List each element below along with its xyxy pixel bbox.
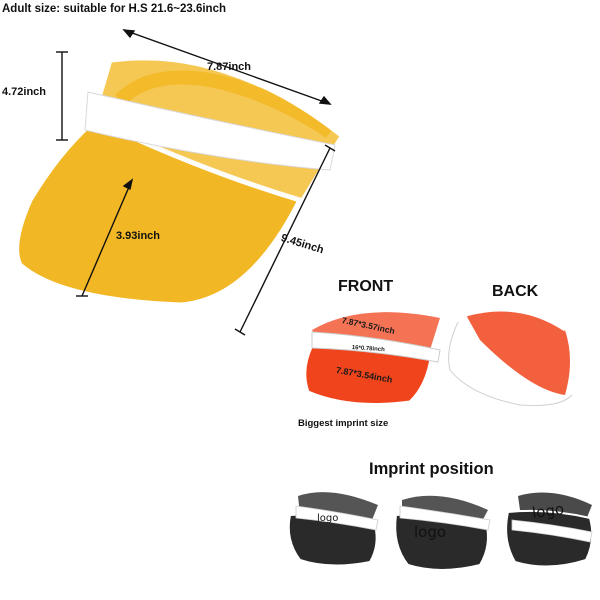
dimension-lines: [56, 29, 336, 336]
front-visor-red: [303, 312, 441, 406]
logo-text-2: logo: [414, 523, 447, 541]
imprint-visor-3: [505, 492, 594, 568]
imprint-visor-2: [394, 495, 491, 571]
dimension-width-label: 7.87inch: [207, 61, 252, 73]
dimension-depth-label: 3.93inch: [116, 230, 161, 242]
logo-text-1: logo: [317, 513, 339, 524]
dimension-height-label: 4.72inch: [2, 86, 47, 98]
back-title: BACK: [492, 283, 539, 300]
imprint-position-title: Imprint position: [369, 460, 494, 478]
front-title: FRONT: [338, 278, 394, 295]
imprint-visor-1: [287, 492, 379, 567]
main-visor-yellow: [14, 55, 347, 308]
back-visor-red: [444, 308, 575, 410]
imprint-size-caption: Biggest imprint size: [298, 418, 389, 429]
size-note: Adult size: suitable for H.S 21.6~23.6in…: [2, 3, 226, 15]
